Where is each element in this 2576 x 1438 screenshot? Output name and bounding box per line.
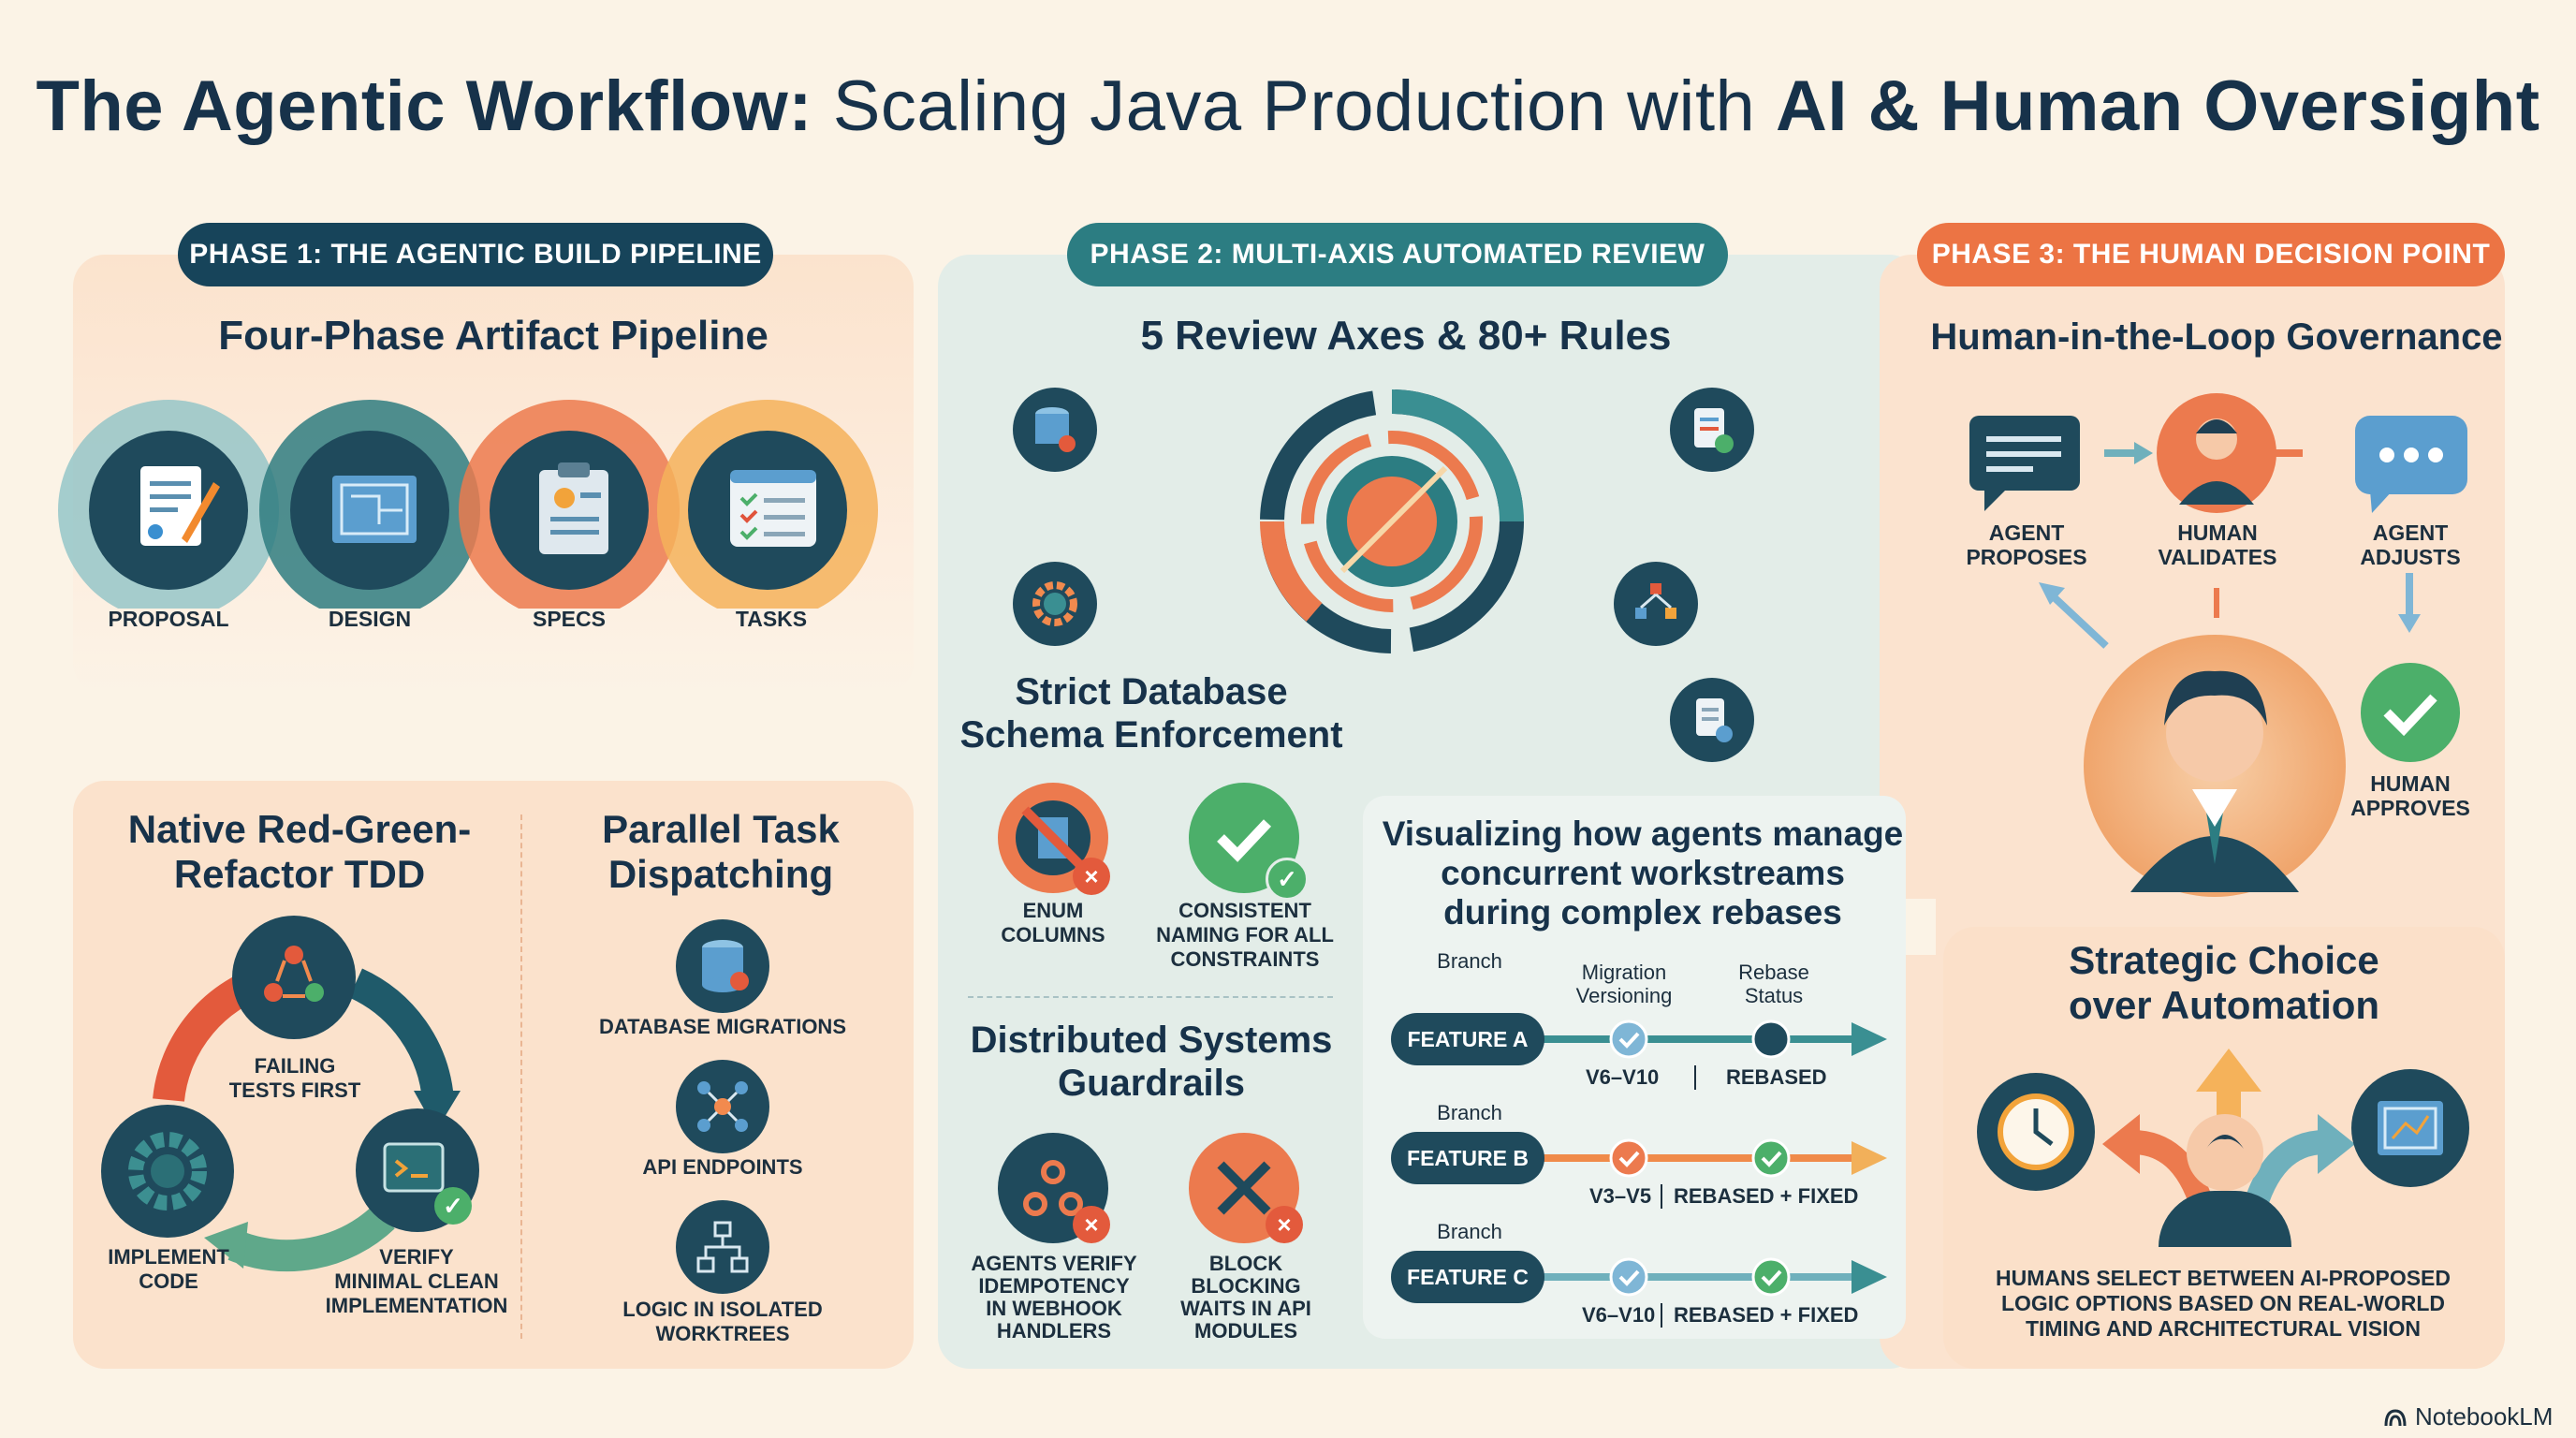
checklist-approved-icon — [1670, 388, 1754, 472]
document-review-icon — [1670, 678, 1754, 762]
branch-label-b: Branch — [1437, 1101, 1502, 1124]
governance-arrows — [2039, 442, 2421, 649]
api-endpoints-label: API ENDPOINTS — [642, 1155, 803, 1179]
human-decision-avatar — [2084, 635, 2346, 897]
database-error-icon — [1013, 388, 1097, 472]
block-x-icon: × — [1266, 1206, 1303, 1243]
agent-adjusts-chat-icon — [2355, 416, 2467, 513]
enum-x-icon: × — [1073, 858, 1110, 895]
worktree-icon — [676, 1200, 769, 1294]
human-validates-avatar — [2157, 393, 2276, 513]
review-heading: 5 Review Axes & 80+ Rules — [1140, 313, 1672, 359]
pipeline-heading: Four-Phase Artifact Pipeline — [218, 313, 768, 359]
proposal-document-icon — [140, 466, 220, 546]
failing-tests-icon — [232, 916, 356, 1039]
database-icon — [676, 919, 769, 1013]
architecture-blueprint-icon — [2351, 1069, 2469, 1187]
feature-a-status: REBASED — [1726, 1065, 1827, 1089]
step-specs: SPECS — [533, 607, 606, 631]
notebooklm-watermark: NotebookLM — [2383, 1402, 2553, 1431]
agent-proposes-chat-icon — [1969, 416, 2080, 511]
branch-feature-a: FEATURE A — [1391, 1013, 1544, 1065]
webhook-x-icon: × — [1073, 1206, 1110, 1243]
feature-a-version: V6–V10 — [1586, 1065, 1660, 1089]
review-axes-target — [1260, 389, 1524, 653]
implement-gear-icon — [101, 1105, 234, 1238]
specs-clipboard-icon — [539, 462, 608, 554]
tdd-divider — [520, 814, 522, 1339]
tdd-heading: Native Red-Green-Refactor TDD — [127, 807, 472, 896]
governance-heading: Human-in-the-Loop Governance — [1930, 316, 2503, 358]
step-tasks: TASKS — [735, 607, 808, 631]
clock-icon — [1977, 1073, 2095, 1191]
feature-c-separator — [1661, 1303, 1662, 1328]
webhook-icon — [998, 1133, 1108, 1243]
rebase-visual-card — [1363, 796, 1906, 1339]
step-design: DESIGN — [328, 607, 412, 631]
feature-c-status: REBASED + FIXED — [1674, 1303, 1859, 1327]
tasks-checklist-icon — [730, 470, 816, 547]
human-approves-check-icon — [2361, 663, 2460, 762]
branch-label-c: Branch — [1437, 1220, 1502, 1243]
feature-b-status: REBASED + FIXED — [1674, 1184, 1859, 1208]
branch-col-header: Branch — [1437, 949, 1502, 973]
strategic-human-avatar — [2187, 1114, 2263, 1191]
phase3-pill: PHASE 3: THE HUMAN DECISION POINT — [1917, 223, 2505, 286]
page-title: The Agentic Workflow: Scaling Java Produ… — [36, 66, 2540, 146]
branch-feature-b: FEATURE B — [1391, 1132, 1544, 1184]
notebooklm-logo-icon — [2384, 1408, 2407, 1426]
feature-a-separator — [1694, 1065, 1696, 1090]
branch-timelines — [1528, 1020, 1887, 1297]
design-blueprint-icon — [332, 476, 417, 543]
feature-b-separator — [1661, 1184, 1662, 1209]
naming-small-check-icon: ✓ — [1266, 858, 1309, 901]
gear-check-icon — [1013, 562, 1097, 646]
database-migrations-label: DATABASE MIGRATIONS — [599, 1015, 846, 1038]
feature-c-version: V6–V10 — [1582, 1303, 1656, 1327]
phase1-tdd-panel — [73, 781, 914, 1369]
branch-feature-c: FEATURE C — [1391, 1251, 1544, 1303]
phase2-divider — [968, 996, 1333, 998]
phase2-pill: PHASE 2: MULTI-AXIS AUTOMATED REVIEW — [1067, 223, 1728, 286]
step-proposal: PROPOSAL — [108, 607, 229, 631]
phase1-pill: PHASE 1: THE AGENTIC BUILD PIPELINE — [178, 223, 773, 286]
api-network-icon — [676, 1060, 769, 1153]
nodes-icon — [1614, 562, 1698, 646]
feature-b-version: V3–V5 — [1589, 1184, 1652, 1208]
verify-check-icon: ✓ — [434, 1187, 472, 1225]
